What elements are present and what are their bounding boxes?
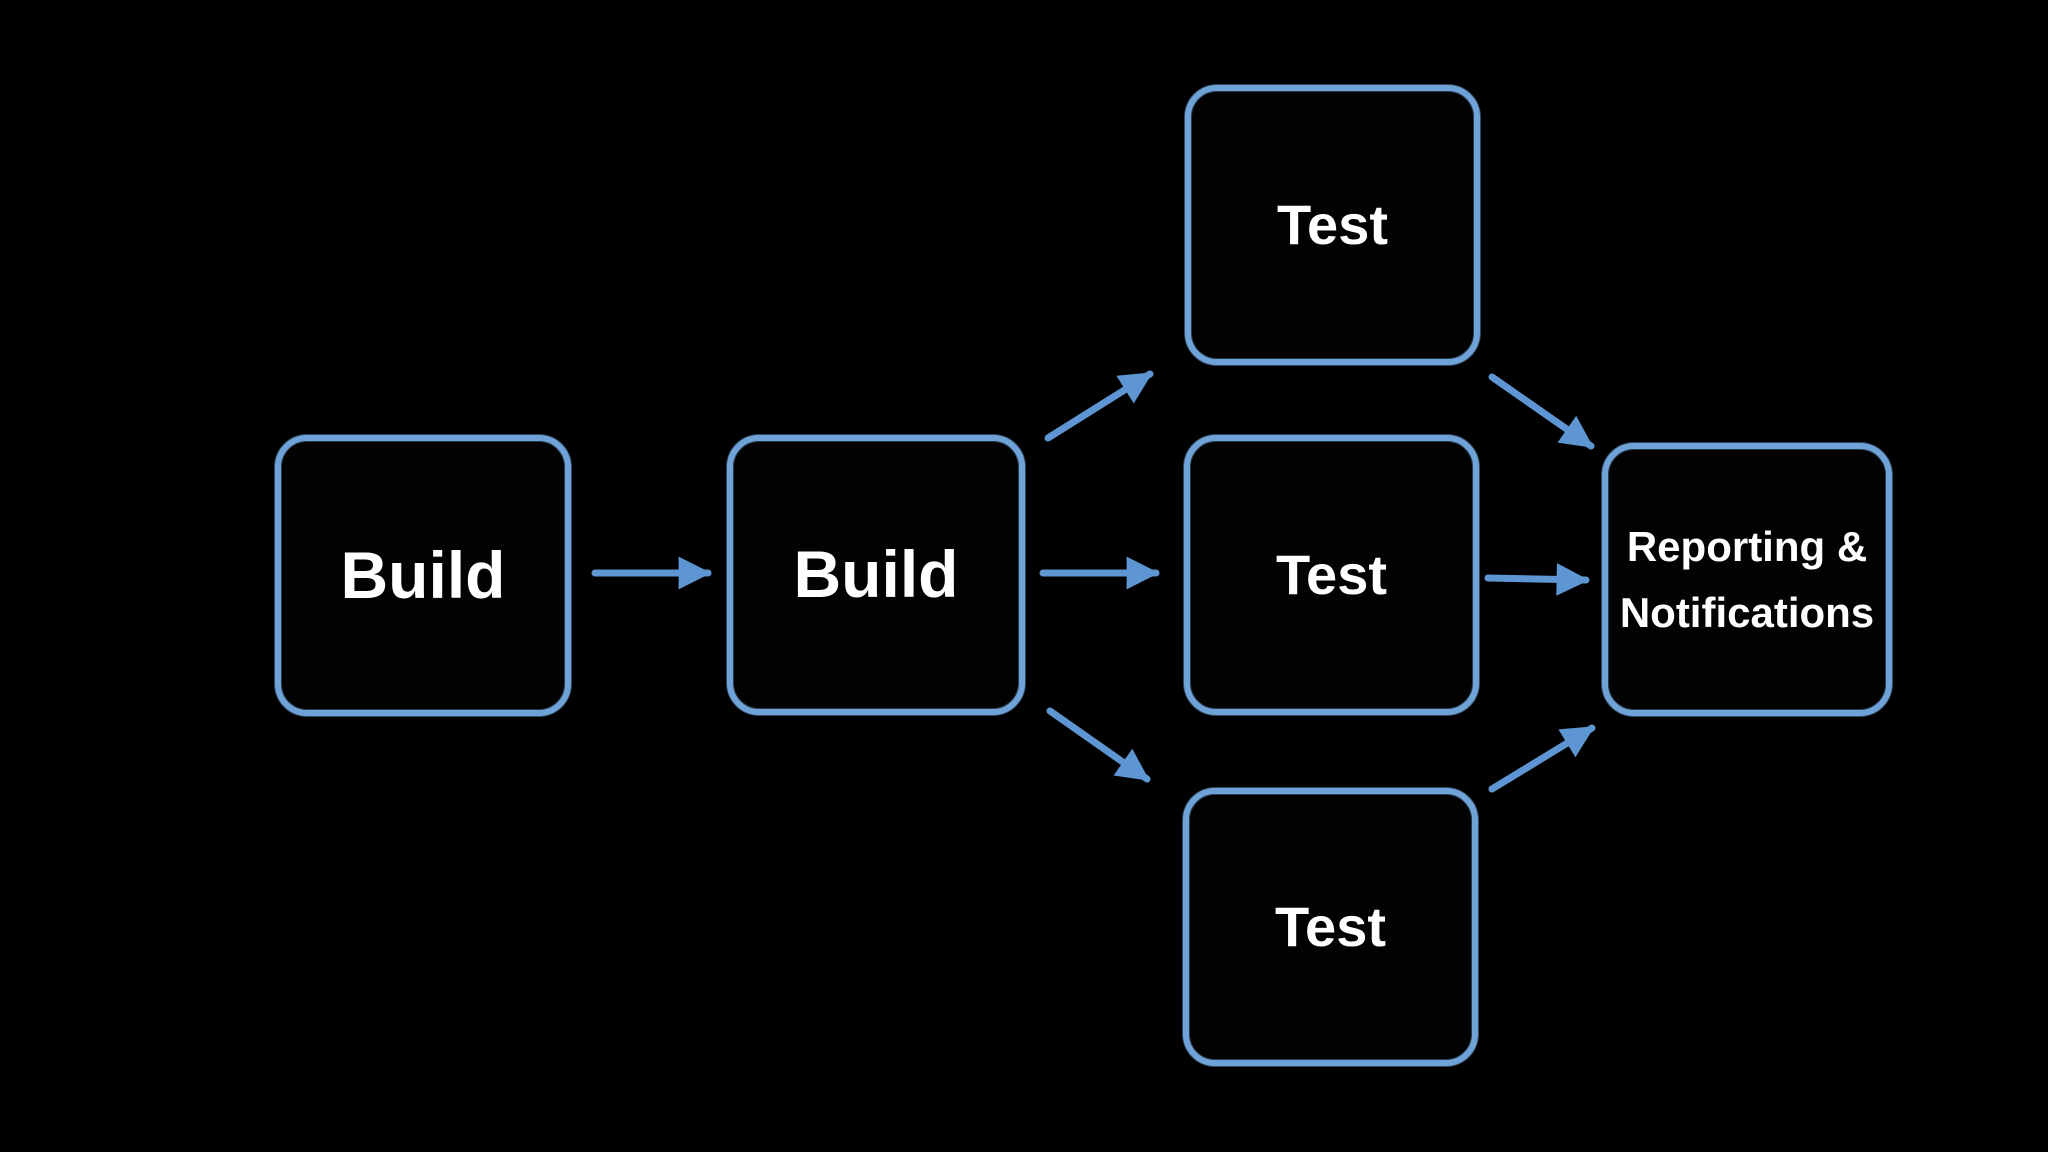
arrow-test-bot-to-report (1488, 724, 1596, 793)
node-test-top: Test (1185, 85, 1480, 365)
node-build-1: Build (275, 435, 571, 716)
node-test-bottom-label: Test (1275, 895, 1386, 959)
node-build-2-label: Build (793, 537, 959, 612)
node-build-2: Build (727, 435, 1025, 715)
node-test-middle-label: Test (1276, 543, 1387, 607)
node-test-middle: Test (1184, 435, 1479, 715)
arrow-build2-to-test-bot (1046, 707, 1151, 783)
node-reporting-line-2: Notifications (1619, 588, 1875, 636)
node-build-1-label: Build (340, 537, 506, 612)
node-test-bottom: Test (1183, 788, 1478, 1066)
node-reporting-notifications: Reporting & Notifications (1602, 443, 1892, 716)
arrow-test-top-to-report (1488, 373, 1595, 450)
arrow-test-mid-to-report (1484, 563, 1590, 596)
arrow-build2-to-test-top (1044, 370, 1154, 442)
node-test-top-label: Test (1277, 193, 1388, 257)
node-reporting-line-1: Reporting & (1626, 523, 1868, 571)
